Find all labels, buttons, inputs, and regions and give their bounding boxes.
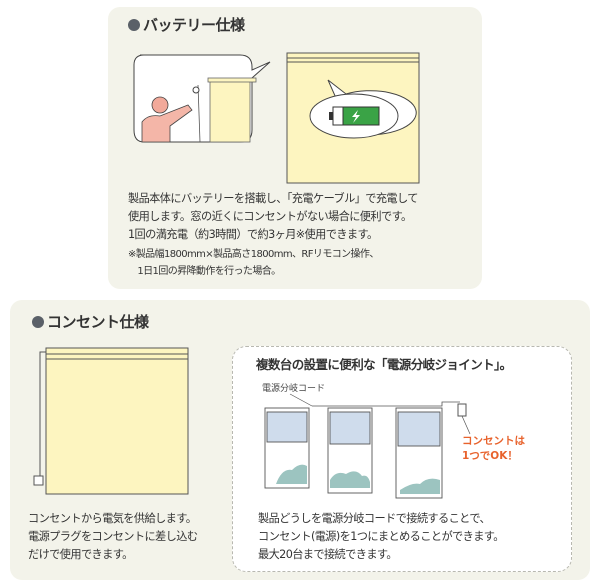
note-line: 1日1回の昇降動作を行った場合。 [128, 266, 281, 277]
desc-line: だけで使用できます。 [28, 548, 133, 561]
outlet-title-text: コンセント仕様 [47, 313, 149, 331]
bullet-icon [32, 315, 44, 328]
outlet-spec-title: コンセント仕様 [32, 311, 149, 332]
cord-label: 電源分岐コード [262, 384, 326, 394]
desc-line: 電源プラグをコンセントに差し込む [28, 530, 198, 543]
battery-blind-illustration [286, 52, 420, 184]
bullet-icon [128, 18, 140, 31]
note-line: ※製品幅1800mm×製品高さ1800mm、RFリモコン操作、 [128, 249, 379, 260]
desc-line: 製品どうしを電源分岐コードで接続することで、 [258, 512, 491, 525]
battery-description: 製品本体にバッテリーを搭載し、「充電ケーブル」で充電して 使用します。窓の近くに… [128, 190, 418, 244]
desc-line: コンセントから電気を供給します。 [28, 512, 197, 525]
power-joint-description: 製品どうしを電源分岐コードで接続することで、 コンセント(電源)を1つにまとめる… [258, 510, 504, 564]
power-joint-title: 複数台の設置に便利な「電源分岐ジョイント」。 [256, 357, 512, 372]
desc-line: 使用します。窓の近くにコンセントがない場合に便利です。 [128, 210, 412, 223]
person-charging-illustration [133, 54, 271, 143]
desc-line: 製品本体にバッテリーを搭載し、「充電ケーブル」で充電して [128, 192, 418, 205]
battery-note: ※製品幅1800mm×製品高さ1800mm、RFリモコン操作、 1日1回の昇降動… [128, 246, 379, 280]
battery-spec-title: バッテリー仕様 [128, 14, 245, 35]
callout-line: コンセントは [462, 435, 525, 447]
battery-title-text: バッテリー仕様 [143, 16, 245, 34]
callout-line: 1つでOK！ [462, 450, 518, 462]
desc-line: 1回の満充電（約3時間）で約3ヶ月※使用できます。 [128, 228, 378, 241]
outlet-callout: コンセントは 1つでOK！ [462, 434, 525, 464]
desc-line: 最大20台まで接続できます。 [258, 548, 398, 561]
outlet-blind-illustration [33, 347, 189, 495]
desc-line: コンセント(電源)を1つにまとめることができます。 [258, 530, 504, 543]
windows-illustration [264, 393, 471, 499]
outlet-description: コンセントから電気を供給します。 電源プラグをコンセントに差し込む だけで使用で… [28, 510, 198, 564]
